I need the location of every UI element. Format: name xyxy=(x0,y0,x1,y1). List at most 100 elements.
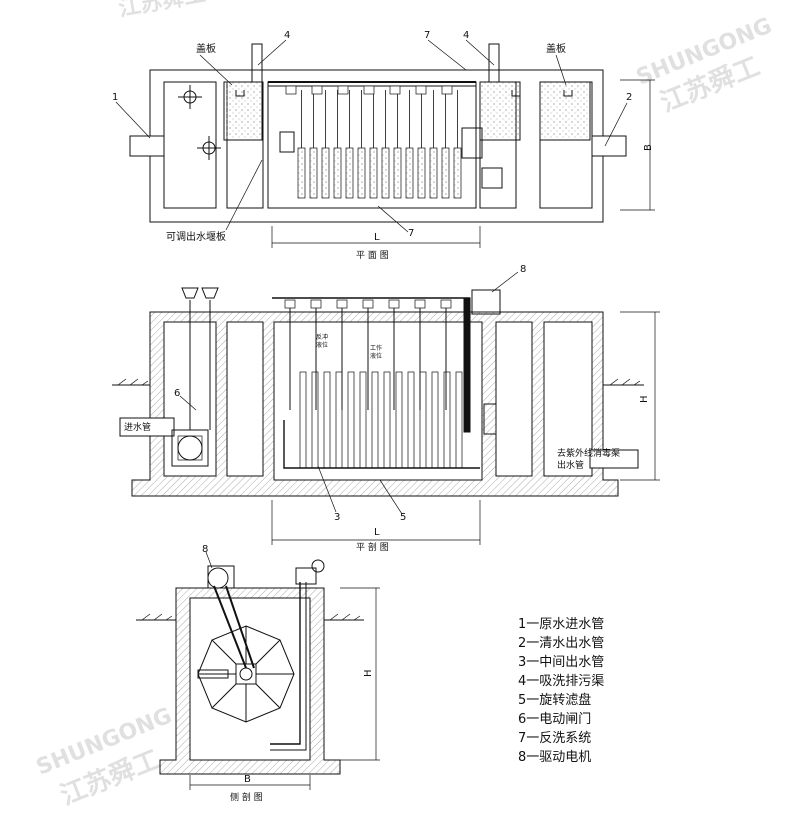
section-disc xyxy=(407,371,415,469)
plan-right-cover-2 xyxy=(539,81,591,141)
plan-outlet-pipe xyxy=(591,135,627,157)
section-outlet-label-2: 出水管 xyxy=(557,459,584,471)
plan-valve xyxy=(415,85,427,95)
legend-item-7: 7一反洗系统 xyxy=(518,731,591,746)
section-disc xyxy=(395,371,403,469)
section-view xyxy=(112,271,660,545)
plan-disc xyxy=(321,147,330,199)
plan-disc xyxy=(381,147,390,199)
plan-valve xyxy=(311,85,323,95)
plan-dim-B: B xyxy=(643,144,654,151)
plan-valve xyxy=(363,85,375,95)
section-valve xyxy=(284,299,296,309)
section-backwash-level-1: 反冲 xyxy=(316,333,328,341)
section-disc xyxy=(431,371,439,469)
section-labels: 进水管 去紫外线消毒渠 出水管 反冲 液位 工作 液位 L H 平 剖 图 8 … xyxy=(124,264,650,553)
plan-disc xyxy=(369,147,378,199)
plan-outer-tank xyxy=(149,69,604,223)
watermark-cn-topmid: 江苏舜工 xyxy=(117,0,208,22)
section-valve xyxy=(440,299,452,309)
section-disc xyxy=(359,371,367,469)
legend-item-5: 5一旋转滤盘 xyxy=(518,692,591,708)
plan-disc xyxy=(333,147,342,199)
legend-item-6: 6一电动闸门 xyxy=(518,712,591,727)
section-callout-6: 6 xyxy=(174,388,180,399)
section-outlet-label-1: 去紫外线消毒渠 xyxy=(557,447,620,459)
plan-disc xyxy=(417,147,426,199)
section-disc xyxy=(299,371,307,469)
plan-callout-7b: 7 xyxy=(408,228,414,239)
section-work-level-1: 工作 xyxy=(370,344,382,352)
side-dim-B: B xyxy=(244,774,251,785)
plan-disc xyxy=(393,147,402,199)
plan-disc xyxy=(357,147,366,199)
plan-inlet-pipe xyxy=(129,135,165,157)
section-valve xyxy=(414,299,426,309)
plan-view xyxy=(115,39,655,248)
legend: 1一原水进水管 2一清水出水管 3一中间出水管 4一吸洗排污渠 5一旋转滤盘 6… xyxy=(518,617,604,765)
section-valve xyxy=(362,299,374,309)
plan-disc xyxy=(345,147,354,199)
plan-callout-2: 2 xyxy=(626,92,632,103)
section-valve xyxy=(336,299,348,309)
plan-callout-4a: 4 xyxy=(284,30,290,41)
legend-item-3: 3一中间出水管 xyxy=(518,655,604,670)
section-work-level-2: 液位 xyxy=(370,352,382,360)
plan-valve xyxy=(337,85,349,95)
section-disc xyxy=(383,371,391,469)
legend-item-8: 8一驱动电机 xyxy=(518,750,591,765)
plan-cover-label-right: 盖板 xyxy=(546,42,566,55)
section-valve xyxy=(388,299,400,309)
plan-labels: 盖板 盖板 可调出水堰板 L B 平 面 图 1 2 4 4 7 7 xyxy=(112,30,654,261)
plan-cover-label-left: 盖板 xyxy=(196,42,216,55)
section-dim-L: L xyxy=(374,527,380,538)
plan-caption: 平 面 图 xyxy=(356,250,389,261)
side-view xyxy=(136,551,380,790)
section-disc xyxy=(371,371,379,469)
section-disc xyxy=(419,371,427,469)
section-filter-discs xyxy=(272,297,470,469)
section-outlet-pipe xyxy=(589,449,639,469)
plan-weir-label: 可调出水堰板 xyxy=(166,230,226,243)
plan-gate-chamber xyxy=(163,81,217,209)
plan-disc xyxy=(441,147,450,199)
legend-item-4: 4一吸洗排污渠 xyxy=(518,674,604,689)
section-inlet-label: 进水管 xyxy=(124,421,151,433)
side-labels: 8 B H 侧 剖 图 xyxy=(202,544,374,803)
plan-disc xyxy=(453,147,462,199)
plan-callout-7a: 7 xyxy=(424,30,430,41)
plan-dim-L: L xyxy=(374,232,380,243)
plan-filter-discs xyxy=(285,85,462,199)
plan-disc xyxy=(405,147,414,199)
section-dim-H: H xyxy=(639,395,650,403)
plan-drive-left xyxy=(279,131,295,153)
plan-drive-right xyxy=(461,127,483,159)
section-callout-8: 8 xyxy=(520,264,526,275)
legend-item-1: 1一原水进水管 xyxy=(518,617,604,632)
section-backwash-level-2: 液位 xyxy=(316,341,328,349)
section-disc xyxy=(311,371,319,469)
section-disc xyxy=(323,371,331,469)
side-callout-8: 8 xyxy=(202,544,208,555)
plan-valve xyxy=(285,85,297,95)
section-drive-motor xyxy=(471,289,501,315)
section-disc xyxy=(455,371,463,469)
section-disc xyxy=(335,371,343,469)
plan-disc xyxy=(429,147,438,199)
legend-item-2: 2一清水出水管 xyxy=(518,636,604,651)
section-chain xyxy=(463,297,471,433)
plan-left-cover xyxy=(223,81,263,141)
side-dim-H: H xyxy=(363,669,374,677)
plan-valve xyxy=(389,85,401,95)
plan-disc xyxy=(309,147,318,199)
plan-callout-1: 1 xyxy=(112,92,118,103)
section-callout-5: 5 xyxy=(400,512,406,523)
side-caption: 侧 剖 图 xyxy=(230,791,263,803)
section-inlet-pipe xyxy=(119,417,175,437)
plan-valve xyxy=(441,85,453,95)
side-drive-sprocket xyxy=(207,567,229,589)
plan-callout-4b: 4 xyxy=(463,30,469,41)
section-callout-3: 3 xyxy=(334,512,340,523)
section-caption: 平 剖 图 xyxy=(356,541,389,553)
